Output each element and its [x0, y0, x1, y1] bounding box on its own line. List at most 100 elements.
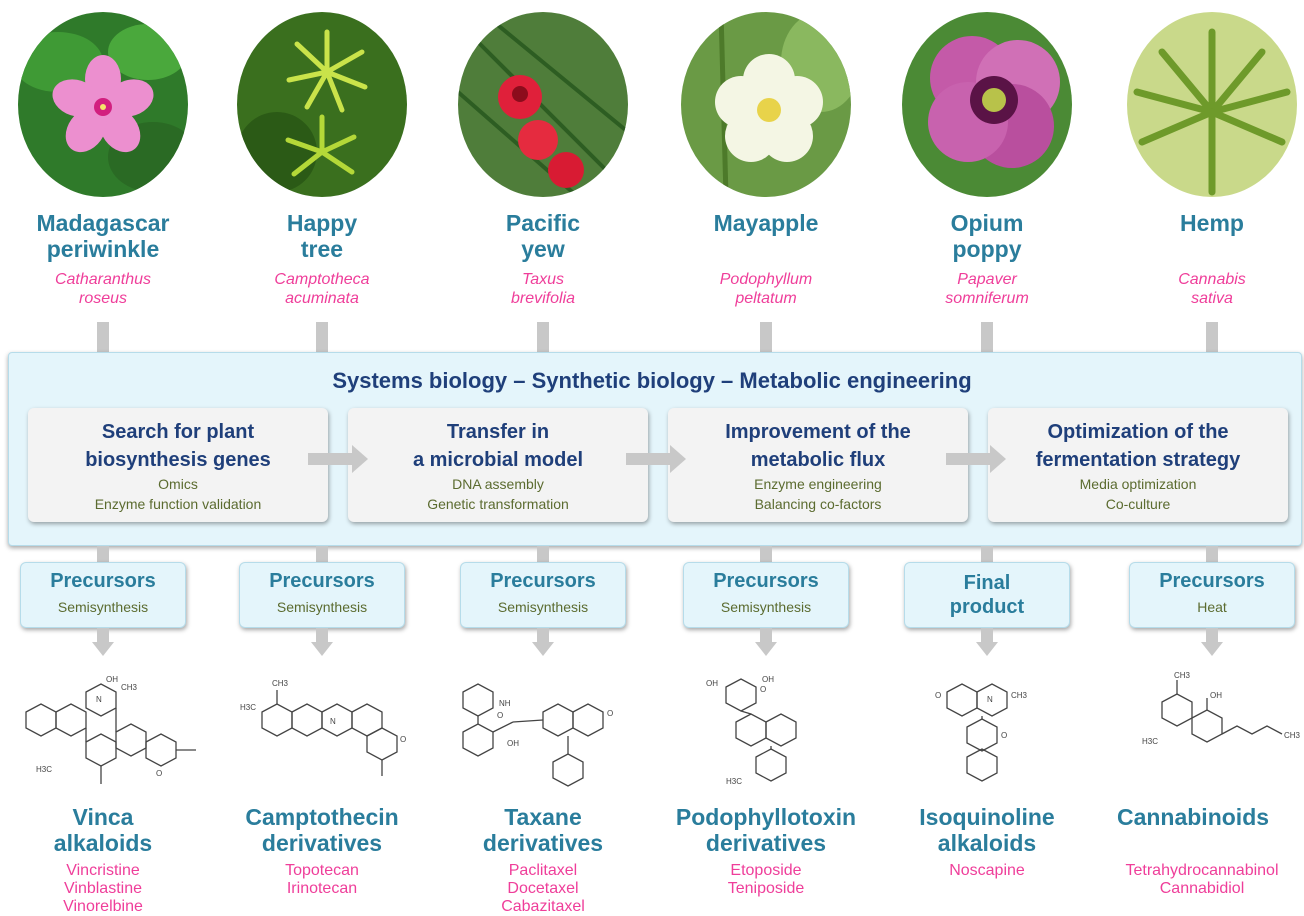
output-box: Precursors Semisynthesis — [683, 562, 849, 628]
panel-title: Systems biology – Synthetic biology – Me… — [332, 368, 972, 393]
svg-text:CH3: CH3 — [121, 683, 138, 692]
step-arrow — [308, 453, 352, 465]
compound-class: Vinca alkaloids — [53, 804, 153, 856]
svg-text:OH: OH — [706, 679, 718, 688]
plant-latin-name: Camptotheca acuminata — [274, 271, 370, 307]
plant-common-name: Happy tree — [286, 210, 358, 262]
chemical-structure-icon: CH3 H3C O N — [240, 679, 406, 776]
chemical-structure-icon: O OH H3C OH — [706, 675, 797, 786]
green-leaf-whorl-icon — [237, 12, 407, 197]
output-box: Precursors Semisynthesis — [460, 562, 626, 628]
output-subtitle: Semisynthesis — [720, 599, 812, 615]
purple-poppy-icon — [902, 12, 1072, 197]
svg-text:O: O — [497, 711, 503, 720]
output-title: Precursors — [50, 570, 156, 592]
connector-stem — [316, 546, 328, 564]
process-step: Optimization of the fermentation strateg… — [988, 408, 1288, 522]
step-title: Optimization of the fermentation strateg… — [1035, 421, 1241, 471]
connector-stem — [981, 546, 993, 564]
svg-text:O: O — [935, 691, 941, 700]
svg-text:H3C: H3C — [726, 777, 742, 786]
connector-stem — [760, 322, 772, 354]
cannabis-leaf-icon — [1127, 12, 1297, 197]
plant-photo — [458, 12, 628, 197]
step-subtitle: DNA assembly Genetic transformation — [427, 476, 569, 512]
drug-list: Etoposide Teniposide — [727, 862, 805, 897]
step-subtitle: Omics Enzyme function validation — [94, 476, 262, 512]
plant-latin-name: Podophyllum peltatum — [719, 271, 813, 307]
connector-stem — [537, 546, 549, 564]
connector-stem — [981, 322, 993, 354]
output-title: Precursors — [713, 570, 819, 592]
step-arrow-head — [990, 445, 1006, 473]
connector-stem — [1206, 546, 1218, 564]
svg-text:OH: OH — [762, 675, 774, 684]
connector-stem — [760, 546, 772, 564]
plant-photo — [237, 12, 407, 197]
output-subtitle: Semisynthesis — [276, 599, 368, 615]
output-title: Precursors — [490, 570, 596, 592]
compound-class: Cannabinoids — [1116, 804, 1270, 830]
connector-stem — [760, 628, 772, 642]
drug-list: Vincristine Vinblastine Vinorelbine — [63, 862, 143, 915]
drug-list: Paclitaxel Docetaxel Cabazitaxel — [501, 862, 585, 915]
plant-photo — [18, 12, 188, 197]
process-step: Transfer in a microbial model DNA assemb… — [348, 408, 648, 522]
output-title: Precursors — [269, 570, 375, 592]
plant-photo — [1127, 12, 1297, 197]
down-arrow-icon — [1201, 642, 1223, 656]
output-subtitle: Heat — [1197, 599, 1227, 615]
plant-latin-name: Cannabis sativa — [1178, 271, 1246, 307]
connector-stem — [97, 628, 109, 642]
plant-common-name: Pacific yew — [505, 210, 581, 262]
svg-text:CH3: CH3 — [272, 679, 289, 688]
process-step: Search for plant biosynthesis genes Omic… — [28, 408, 328, 522]
output-title: Final product — [949, 572, 1025, 618]
down-arrow-icon — [755, 642, 777, 656]
connector-stem — [97, 322, 109, 354]
connector-stem — [1206, 628, 1218, 642]
svg-text:NH: NH — [499, 699, 511, 708]
svg-text:H3C: H3C — [240, 703, 256, 712]
plant-photo — [681, 12, 851, 197]
drug-list: Tetrahydrocannabinol Cannabidiol — [1125, 862, 1279, 897]
connector-stem — [537, 322, 549, 354]
compound-class: Podophyllotoxin derivatives — [675, 804, 857, 856]
molecule-structure: O NH OH O — [443, 672, 643, 797]
chemical-structure-icon: CH3 OH H3C CH3 — [1142, 671, 1301, 746]
output-box: Precursors Heat — [1129, 562, 1295, 628]
plant-latin-name: Taxus brevifolia — [510, 271, 576, 307]
output-subtitle: Semisynthesis — [497, 599, 589, 615]
molecule-structure: CH3 OH H3C CH3 — [1112, 671, 1304, 797]
connector-stem — [981, 628, 993, 642]
svg-text:OH: OH — [106, 675, 118, 684]
svg-text:OH: OH — [1210, 691, 1222, 700]
svg-text:CH3: CH3 — [1011, 691, 1028, 700]
compound-class: Isoquinoline alkaloids — [919, 804, 1055, 856]
down-arrow-icon — [532, 642, 554, 656]
plant-common-name: Mayapple — [713, 210, 819, 236]
molecule-structure: OH CH3 H3C O N — [6, 672, 206, 797]
output-title: Precursors — [1159, 570, 1265, 592]
svg-text:CH3: CH3 — [1284, 731, 1301, 740]
output-box: Precursors Semisynthesis — [20, 562, 186, 628]
step-arrow-head — [670, 445, 686, 473]
svg-text:H3C: H3C — [36, 765, 52, 774]
svg-text:O: O — [760, 685, 766, 694]
output-subtitle: Semisynthesis — [57, 599, 149, 615]
drug-list: Topotecan Irinotecan — [285, 862, 359, 897]
compound-class: Taxane derivatives — [482, 804, 604, 856]
svg-text:O: O — [400, 735, 406, 744]
svg-text:N: N — [330, 717, 336, 726]
red-berries-icon — [458, 12, 628, 197]
molecule-structure: O N CH3 O — [887, 672, 1087, 797]
svg-text:CH3: CH3 — [1174, 672, 1191, 680]
step-subtitle: Media optimization Co-culture — [1079, 476, 1197, 512]
output-box: Final product — [904, 562, 1070, 628]
step-title: Improvement of the metabolic flux — [725, 421, 911, 471]
down-arrow-icon — [976, 642, 998, 656]
process-step: Improvement of the metabolic flux Enzyme… — [668, 408, 968, 522]
plant-common-name: Hemp — [1180, 210, 1244, 236]
step-title: Search for plant biosynthesis genes — [85, 421, 271, 471]
svg-text:N: N — [96, 695, 102, 704]
